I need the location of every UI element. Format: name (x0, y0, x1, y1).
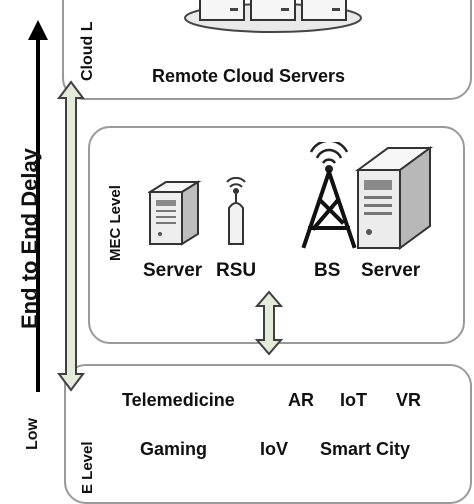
ue-level-box (64, 364, 472, 504)
mec-item-server: Server (143, 260, 203, 281)
mec-big-server-icon (354, 146, 434, 250)
ue-app-vr: VR (396, 390, 422, 410)
delay-axis-low-label: Low (24, 418, 41, 450)
ue-level-label: E Level (79, 441, 96, 494)
ue-app-ar: AR (288, 390, 314, 410)
delay-axis-label: End to End Delay (17, 148, 42, 329)
bs-tower-icon (301, 142, 357, 249)
ue-app-iot: IoT (340, 390, 367, 410)
delay-axis-arrow (28, 20, 48, 392)
ue-app-telemedicine: Telemedicine (122, 390, 235, 410)
mec-level-label: MEC Level (107, 185, 124, 261)
ue-app-smart-city: Smart City (320, 439, 411, 459)
cloud-level-label: Cloud L (79, 21, 96, 81)
cloud-ue-double-arrow (57, 80, 85, 392)
mec-ue-double-arrow (254, 290, 284, 356)
cloud-caption: Remote Cloud Servers (152, 66, 346, 86)
cloud-servers-icon (184, 0, 362, 33)
mec-item-bs: BS (314, 260, 341, 281)
mec-server-icon (148, 180, 202, 246)
ue-app-gaming: Gaming (140, 439, 208, 459)
rsu-antenna-icon (226, 176, 246, 245)
mec-item-server-2: Server (361, 260, 421, 281)
ue-app-iov: IoV (260, 439, 289, 459)
mec-item-rsu: RSU (216, 260, 257, 281)
